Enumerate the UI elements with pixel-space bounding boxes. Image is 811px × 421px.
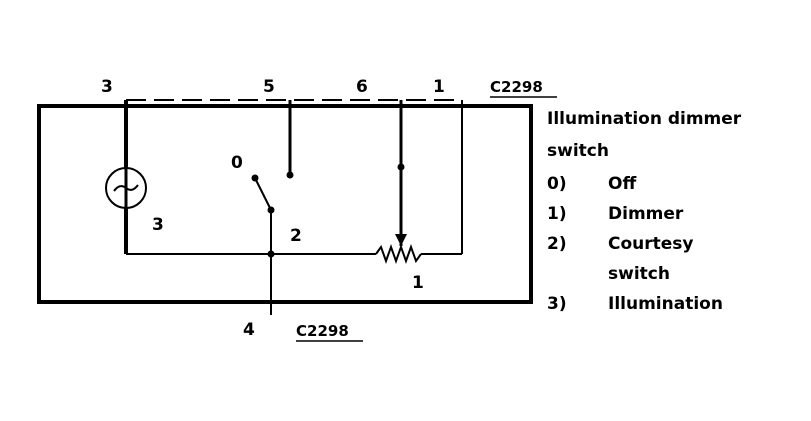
legend-title-1: Illumination dimmer: [547, 109, 742, 129]
legend-label-4: Illumination: [608, 294, 723, 314]
switch-housing: [37, 104, 533, 304]
rheostat-label: 1: [412, 273, 424, 293]
legend-key-4: 3): [547, 294, 567, 314]
connector-label-top: C2298: [490, 78, 543, 96]
pin-6-label: 6: [356, 77, 368, 97]
legend-label-3: switch: [608, 264, 670, 284]
junction-4: [267, 250, 275, 258]
legend-key-0: 0): [547, 174, 567, 194]
switch-label: 2: [290, 226, 302, 246]
legend-label-2: Courtesy: [608, 234, 694, 254]
pin-4-label: 4: [243, 320, 255, 340]
switch-contact-1: [286, 171, 294, 179]
switch-blade: [254, 177, 272, 211]
rheostat-wiper-arrow: [395, 234, 407, 246]
connector-label-bottom: C2298: [296, 322, 349, 340]
legend-label-1: Dimmer: [608, 204, 684, 224]
pin-3-label: 3: [101, 77, 113, 97]
legend-key-1: 1): [547, 204, 567, 224]
legend-title-2: switch: [547, 141, 609, 161]
pin-5-label: 5: [263, 77, 275, 97]
rheostat-resistor: [375, 244, 422, 264]
switch-off-label: 0: [231, 153, 243, 173]
lamp-icon: [105, 167, 147, 209]
legend-label-0: Off: [608, 174, 636, 194]
junction-6: [397, 163, 405, 171]
pin-1-label: 1: [433, 77, 445, 97]
lamp-label: 3: [152, 215, 164, 235]
switch-contact-0: [251, 174, 259, 182]
legend-key-2: 2): [547, 234, 567, 254]
